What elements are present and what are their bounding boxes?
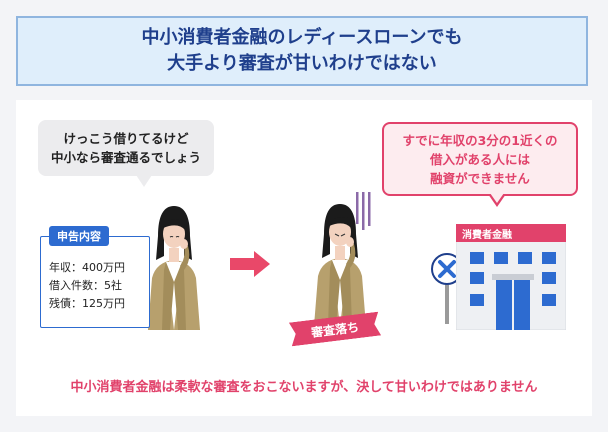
title-line-2: 大手より審査が甘いわけではない (167, 53, 437, 74)
speech-applicant-line-2: 中小なら審査通るでしょう (50, 150, 201, 165)
loan-count: 借入件数：5社 (49, 279, 122, 292)
annual-income: 年収：400万円 (49, 261, 125, 274)
conclusion-text: 中小消費者金融は柔軟な審査をおこないますが、決して甘いわけではありません (70, 380, 538, 395)
woman-figure-icon (148, 206, 200, 330)
speech-lender-line-2: 借入がある人には (429, 151, 530, 167)
speech-bubble-lender: すでに年収の3分の1近くの 借入がある人には 融資ができません (382, 122, 578, 196)
speech-applicant-line-1: けっこう借りてるけど (63, 131, 189, 146)
speech-lender-line-1: すでに年収の3分の1近くの (402, 132, 558, 148)
reject-x-icon (431, 253, 463, 324)
woman-figure-icon (314, 192, 371, 326)
remaining-debt: 残債：125万円 (49, 297, 125, 310)
illustration-panel: けっこう借りてるけど 中小なら審査通るでしょう すでに年収の3分の1近くの 借入… (16, 100, 592, 416)
page-title: 中小消費者金融のレディースローンでも 大手より審査が甘いわけではない (16, 16, 588, 86)
speech-bubble-tail-fill (490, 193, 504, 203)
speech-bubble-applicant: けっこう借りてるけど 中小なら審査通るでしょう (38, 120, 214, 176)
arrow-right-icon (254, 251, 270, 277)
title-line-1: 中小消費者金融のレディースローンでも (141, 27, 463, 48)
application-details-card: 申告内容 年収：400万円 借入件数：5社 残債：125万円 (40, 226, 150, 328)
building-icon (456, 240, 566, 330)
speech-bubble-tail (136, 175, 152, 187)
application-details-title: 申告内容 (49, 226, 109, 246)
speech-lender-line-3: 融資ができません (430, 170, 530, 186)
lender-sign: 消費者金融 (456, 224, 566, 242)
arrow-right-icon (230, 258, 254, 270)
